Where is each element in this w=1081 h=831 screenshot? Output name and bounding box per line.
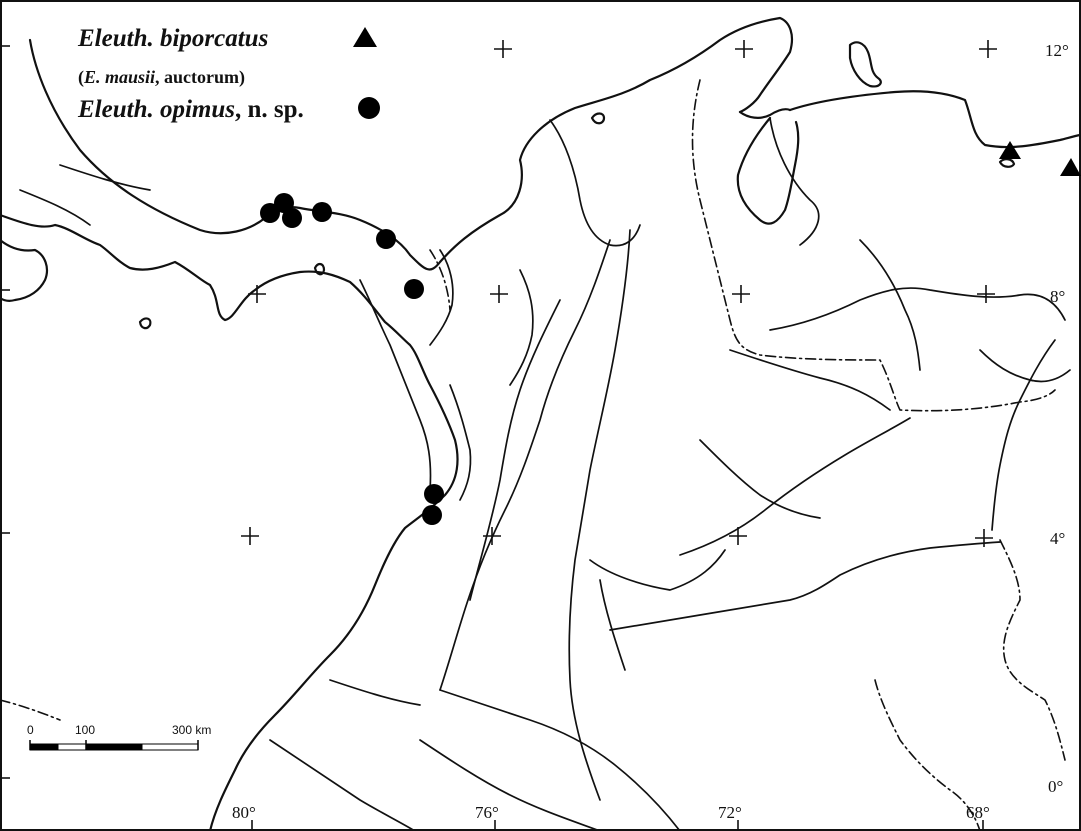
grid-cross: [241, 527, 259, 545]
grid-cross: [735, 40, 753, 58]
river-panama-2: [19, 189, 91, 226]
river-meta: [769, 287, 1066, 331]
river-north-tributary: [769, 117, 820, 246]
grid-cross: [975, 529, 993, 547]
river-south-3: [269, 739, 416, 831]
river-inirida: [589, 549, 726, 591]
lake-maracaibo: [736, 116, 800, 225]
graticule: [0, 40, 997, 831]
paraguana: [848, 41, 882, 88]
longitude-label: 68°: [966, 803, 990, 822]
biporcatus-localities: [999, 141, 1081, 176]
latitude-label: 8°: [1050, 287, 1065, 306]
longitude-label: 76°: [475, 803, 499, 822]
latitude-labels: 12° 8° 4° 0°: [1045, 41, 1069, 796]
borders: [0, 79, 1066, 831]
legend-note-italic: E. mausii: [83, 67, 155, 87]
scale-bar: 0 100 300 km: [27, 723, 211, 751]
river-apure: [979, 349, 1071, 383]
longitude-label: 80°: [232, 803, 256, 822]
river-atrato: [359, 279, 432, 491]
caribbean-coast: [28, 16, 794, 271]
river-east-1: [859, 239, 921, 371]
rivers: [19, 117, 1071, 831]
guajira-peninsula: [738, 108, 792, 119]
venezuela-coast: [788, 90, 1081, 149]
river-cesar: [549, 119, 641, 247]
west-gulf-coast: [0, 238, 49, 302]
opimus-marker: [312, 202, 332, 222]
latitude-label: 0°: [1048, 777, 1063, 796]
small-island-2: [313, 263, 326, 276]
river-atrato-delta: [429, 249, 454, 346]
river-upper-magdalena: [568, 229, 631, 801]
opimus-localities: [260, 193, 444, 525]
opimus-marker: [404, 279, 424, 299]
river-cauca: [469, 299, 561, 601]
opimus-marker: [260, 203, 280, 223]
opimus-marker: [274, 193, 294, 213]
coastlines: [0, 16, 1081, 831]
small-island-4: [998, 158, 1016, 168]
opimus-marker: [376, 229, 396, 249]
river-guaviare: [609, 541, 1001, 631]
small-island-1: [590, 112, 606, 125]
legend-triangle-marker: [353, 27, 377, 47]
river-magdalena: [439, 239, 611, 691]
biporcatus-marker: [1060, 158, 1081, 176]
river-arauca: [729, 349, 891, 411]
scale-label-100: 100: [75, 723, 95, 737]
border-south: [0, 699, 61, 721]
scale-label-300: 300 km: [172, 723, 211, 737]
grid-cross: [979, 40, 997, 58]
river-east-2: [699, 439, 821, 519]
river-panama-1: [59, 164, 151, 191]
river-orinoco: [991, 339, 1056, 531]
border-venezuela-east: [999, 539, 1066, 761]
latitude-label: 4°: [1050, 529, 1065, 548]
legend-species1-name: Eleuth. biporcatus: [77, 25, 268, 52]
legend-note-rest: , auctorum): [155, 67, 245, 88]
legend-circle-marker: [358, 97, 380, 119]
grid-cross: [483, 527, 501, 545]
grid-cross: [490, 285, 508, 303]
opimus-marker: [424, 484, 444, 504]
grid-cross: [248, 285, 266, 303]
scale-segment: [141, 743, 199, 751]
legend-species2: Eleuth. opimus, n. sp.: [77, 96, 304, 123]
legend-note-open: (: [78, 67, 84, 88]
river-putumayo: [419, 739, 601, 831]
river-sinu: [509, 269, 534, 386]
biporcatus-marker: [999, 141, 1021, 159]
panama-south-coast: [0, 213, 459, 831]
border-colombia-venezuela: [691, 79, 1056, 412]
grid-cross: [729, 527, 747, 545]
river-choco: [449, 384, 472, 501]
small-island-3: [138, 317, 152, 330]
grid-cross: [977, 285, 995, 303]
legend-species2-name: Eleuth. opimus: [77, 96, 235, 123]
scale-segment: [57, 743, 87, 751]
opimus-marker: [422, 505, 442, 525]
scale-segment: [29, 743, 59, 751]
longitude-labels: 80° 76° 72° 68°: [232, 803, 990, 822]
legend-species1-note: (E. mausii, auctorum): [78, 67, 245, 88]
grid-cross: [494, 40, 512, 58]
river-south-2: [329, 679, 421, 706]
grid-cross: [732, 285, 750, 303]
border-colombia-brazil: [874, 679, 981, 831]
river-caqueta: [439, 689, 681, 831]
river-vichada: [679, 417, 911, 556]
latitude-label: 12°: [1045, 41, 1069, 60]
scale-segment: [85, 743, 143, 751]
scale-label-0: 0: [27, 723, 34, 737]
longitude-label: 72°: [718, 803, 742, 822]
river-south-1: [599, 579, 626, 671]
border-panama: [429, 249, 451, 311]
legend: Eleuth. biporcatus (E. mausii, auctorum)…: [77, 25, 380, 123]
legend-species2-suffix: , n. sp.: [235, 96, 304, 123]
opimus-marker: [282, 208, 302, 228]
